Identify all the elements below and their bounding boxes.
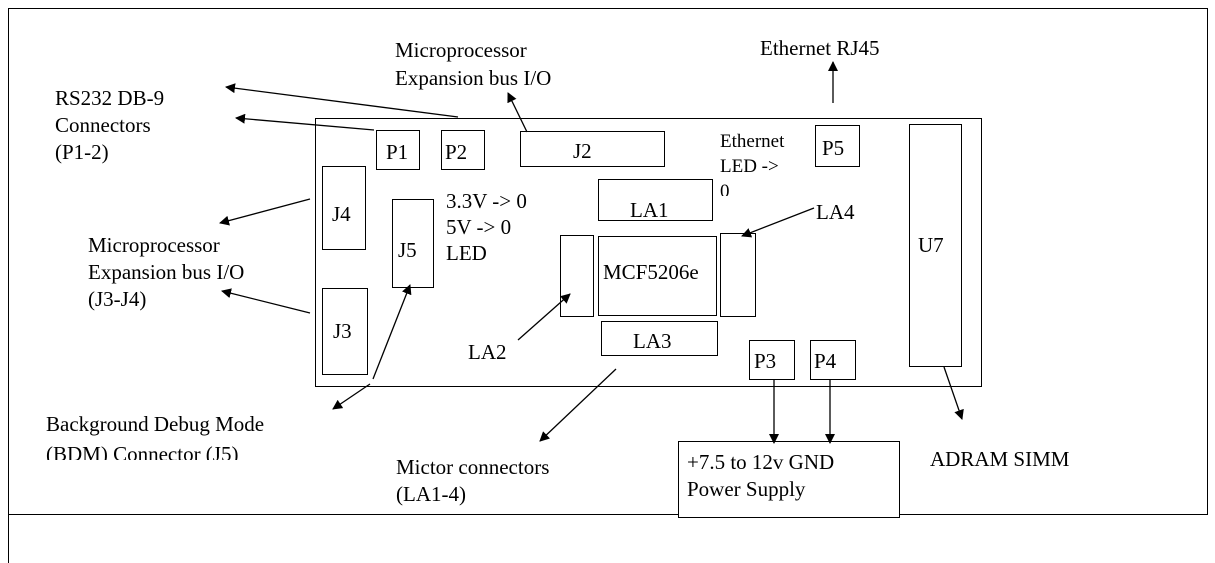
ethernet-led-line-2: LED ->	[720, 156, 779, 177]
label-la4: LA4	[816, 200, 855, 224]
mictor-la1: LA1	[598, 179, 713, 222]
mp-bus-left-line-1: Microprocessor	[88, 233, 220, 257]
connector-p5: P5	[815, 125, 860, 167]
power-led-line-1: 3.3V -> 0	[446, 189, 527, 213]
rs232-line-2: Connectors	[55, 113, 151, 137]
mcu-mcf5206e: MCF5206e	[598, 236, 717, 316]
power-supply-box: +7.5 to 12v GND Power Supply	[678, 441, 900, 518]
arrow-bdm-board	[332, 383, 371, 410]
connector-j3: J3	[322, 288, 368, 375]
connector-p3: P3	[749, 340, 795, 380]
arrow-la2	[517, 293, 571, 341]
connector-p4: P4	[810, 340, 856, 380]
rs232-line-1: RS232 DB-9	[55, 86, 165, 110]
ethernet-led-note: Ethernet LED -> 0	[720, 130, 810, 196]
connector-p2: P2	[441, 130, 485, 170]
chip-u7-label: U7	[918, 233, 944, 257]
connector-j3-label: J3	[333, 319, 352, 343]
mp-bus-left-line-2: Expansion bus I/O	[88, 260, 245, 284]
arrow-j3-bus	[221, 288, 311, 314]
connector-j4: J4	[322, 166, 366, 250]
connector-j2: J2	[520, 131, 665, 167]
mictor-la1-label: LA1	[630, 198, 669, 222]
arrow-rs232-p2	[225, 83, 459, 118]
connector-j5: J5	[392, 199, 434, 288]
connector-j4-label: J4	[332, 202, 351, 226]
power-led-line-2: 5V -> 0	[446, 215, 512, 239]
mictor-line-1: Mictor connectors	[396, 455, 550, 479]
mp-bus-left-line-3: (J3-J4)	[88, 287, 147, 311]
mp-bus-top-line-2: Expansion bus I/O	[395, 66, 552, 90]
power-supply-line-2: Power Supply	[687, 477, 806, 501]
label-la2: LA2	[468, 340, 507, 364]
power-supply-line-1: +7.5 to 12v GND	[687, 450, 835, 474]
arrow-mictor	[539, 368, 617, 442]
arrow-j4-bus	[219, 198, 311, 226]
arrow-u7-adram	[943, 366, 964, 420]
connector-p2-label: P2	[445, 140, 468, 164]
connector-p5-label: P5	[822, 136, 845, 160]
chip-u7: U7	[909, 124, 962, 367]
arrow-j2-bus	[507, 92, 528, 133]
connector-p4-label: P4	[814, 349, 837, 373]
connector-j2-label: J2	[573, 139, 592, 163]
bdm-line-2: (BDM) Connector (J5)	[46, 442, 239, 460]
arrow-rs232-p1	[235, 113, 375, 131]
frame-right	[1207, 8, 1208, 515]
mictor-line-2: (LA1-4)	[396, 482, 466, 506]
frame-top	[8, 8, 1208, 9]
rs232-line-3: (P1-2)	[55, 140, 109, 164]
arrow-bdm-j5	[372, 284, 412, 380]
mictor-la3: LA3	[601, 321, 718, 356]
ethernet-led-line-3: 0	[720, 181, 730, 196]
mp-bus-top-line-1: Microprocessor	[395, 38, 527, 62]
frame-bottom	[8, 514, 1208, 515]
bdm-line-1: Background Debug Mode	[46, 412, 265, 436]
connector-p1: P1	[376, 130, 420, 170]
adram-simm-label: ADRAM SIMM	[930, 447, 1070, 471]
mictor-la3-label: LA3	[633, 329, 672, 353]
mcu-mcf5206e-label: MCF5206e	[603, 260, 699, 284]
frame-left	[8, 8, 9, 563]
ethernet-led-line-1: Ethernet	[720, 131, 785, 152]
arrow-la4	[741, 207, 815, 238]
ethernet-rj45-label: Ethernet RJ45	[760, 36, 880, 60]
mictor-la4	[720, 233, 756, 317]
bdm-note: Background Debug Mode (BDM) Connector (J…	[46, 412, 346, 460]
connector-p3-label: P3	[754, 349, 777, 373]
connector-j5-label: J5	[398, 238, 417, 262]
power-led-line-3: LED	[446, 241, 487, 265]
connector-p1-label: P1	[386, 140, 409, 164]
